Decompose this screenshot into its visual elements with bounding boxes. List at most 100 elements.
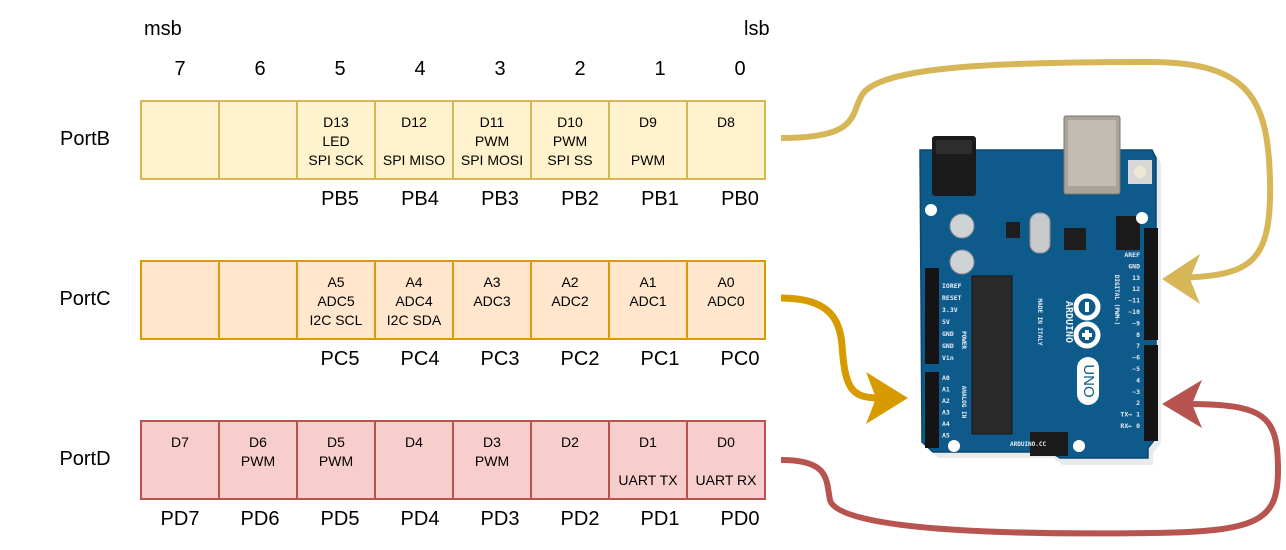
cell-line: PWM — [240, 453, 276, 469]
cell-line: SPI SCK — [308, 152, 364, 168]
pin-name: PB4 — [401, 188, 439, 210]
cell-line: SPI SS — [547, 152, 593, 168]
pin-name: PC5 — [320, 348, 360, 370]
portc-arrow — [780, 294, 908, 424]
brand-text: ARDUINO — [1063, 301, 1074, 343]
digital-header-low — [1144, 345, 1158, 441]
board-pin-label: A2 — [942, 397, 950, 405]
cell-line: D11 — [479, 114, 505, 130]
cell-line: D10 — [557, 114, 583, 130]
port-label-c: PortC — [59, 288, 111, 310]
board-pin-label: A0 — [942, 374, 950, 382]
board-pin-label: 13 — [1132, 274, 1140, 282]
cell-line: SPI MOSI — [460, 152, 524, 168]
pin-name: PB5 — [321, 188, 359, 210]
pin-name: PB1 — [641, 188, 679, 210]
pin-name: PD0 — [720, 508, 760, 530]
cell-line: D6 — [249, 434, 267, 450]
cell-line: ADC0 — [707, 293, 745, 309]
board-pin-label: GND — [942, 342, 954, 350]
pin-name: PB2 — [561, 188, 599, 210]
board-pin-label: ~10 — [1128, 308, 1140, 316]
cell-line: ADC3 — [473, 293, 511, 309]
cell-line: UART TX — [618, 472, 678, 488]
pin-name: PD7 — [160, 508, 200, 530]
pin-name: PC1 — [640, 348, 680, 370]
board-pin-label: ~11 — [1128, 297, 1140, 305]
cell-line: ADC5 — [317, 293, 355, 309]
board-pin-label: A1 — [942, 386, 950, 394]
arrowhead-icon — [1162, 380, 1202, 428]
board-pin-label: 3.3V — [942, 306, 958, 314]
digital-label: DIGITAL (PWM~) — [1113, 275, 1120, 326]
bit-cell-7 — [140, 260, 220, 340]
cell-line: PWM — [474, 453, 510, 469]
bit-number: 0 — [734, 58, 746, 80]
pin-name: PC3 — [480, 348, 520, 370]
cell-line: UART RX — [695, 472, 757, 488]
board-pin-label: ~3 — [1132, 388, 1140, 396]
arduino-logo-icon — [1073, 293, 1101, 349]
bit-number: 7 — [174, 58, 186, 80]
analog-label: ANALOG IN — [960, 386, 967, 419]
portb-pin-names: PB5 PB4 PB3 PB2 PB1 PB0 — [140, 188, 780, 211]
bit-cell-6 — [218, 260, 298, 340]
cell-line: I2C SCL — [309, 312, 363, 328]
bit-number: 4 — [414, 58, 426, 80]
cell-line: LED — [322, 133, 350, 149]
pin-name: PD1 — [640, 508, 680, 530]
board-pin-label: GND — [1128, 262, 1140, 270]
portd-arrow — [780, 380, 1282, 537]
cell-line: A1 — [639, 274, 657, 290]
board-pin-label: A4 — [942, 420, 950, 428]
board-pin-label: 2 — [1136, 399, 1140, 407]
arrowhead-icon — [1162, 254, 1200, 304]
bit-number: 3 — [494, 58, 506, 80]
cell-line: PWM — [552, 133, 588, 149]
board-pin-label: 8 — [1136, 331, 1140, 339]
bit-cell-6 — [218, 100, 298, 180]
power-header — [925, 268, 939, 364]
board-pin-label: TX→ 1 — [1120, 411, 1140, 419]
board-pin-label: ~5 — [1132, 365, 1140, 373]
portb-arrow — [780, 58, 1274, 304]
cell-line: PWM — [318, 453, 354, 469]
digital-header-high — [1144, 228, 1158, 340]
pin-name: PC2 — [560, 348, 600, 370]
cell-line: D1 — [639, 434, 657, 450]
pin-name: PD5 — [320, 508, 360, 530]
board-pin-label: AREF — [1124, 251, 1140, 259]
board-pin-label: A5 — [942, 432, 950, 440]
cell-line: ADC4 — [395, 293, 433, 309]
cell-line: PWM — [474, 133, 510, 149]
analog-header — [925, 372, 939, 448]
pin-name: PD6 — [240, 508, 280, 530]
bit-cell-4: D4 — [374, 420, 454, 500]
pin-name: PB0 — [721, 188, 759, 210]
cell-line: A5 — [327, 274, 345, 290]
arrowhead-icon — [866, 372, 908, 424]
board-pin-label: RESET — [942, 294, 962, 302]
cell-line: A0 — [717, 274, 735, 290]
lsb-label: lsb — [744, 18, 770, 40]
cell-line: I2C SDA — [386, 312, 442, 328]
port-label-b: PortB — [59, 128, 111, 150]
arduino-uno-board: UNO ARDUINO MADE IN ITALY ARDUINO.CC DIG… — [919, 115, 1161, 465]
uno-text: UNO — [1080, 364, 1097, 397]
pin-name: PB3 — [481, 188, 519, 210]
